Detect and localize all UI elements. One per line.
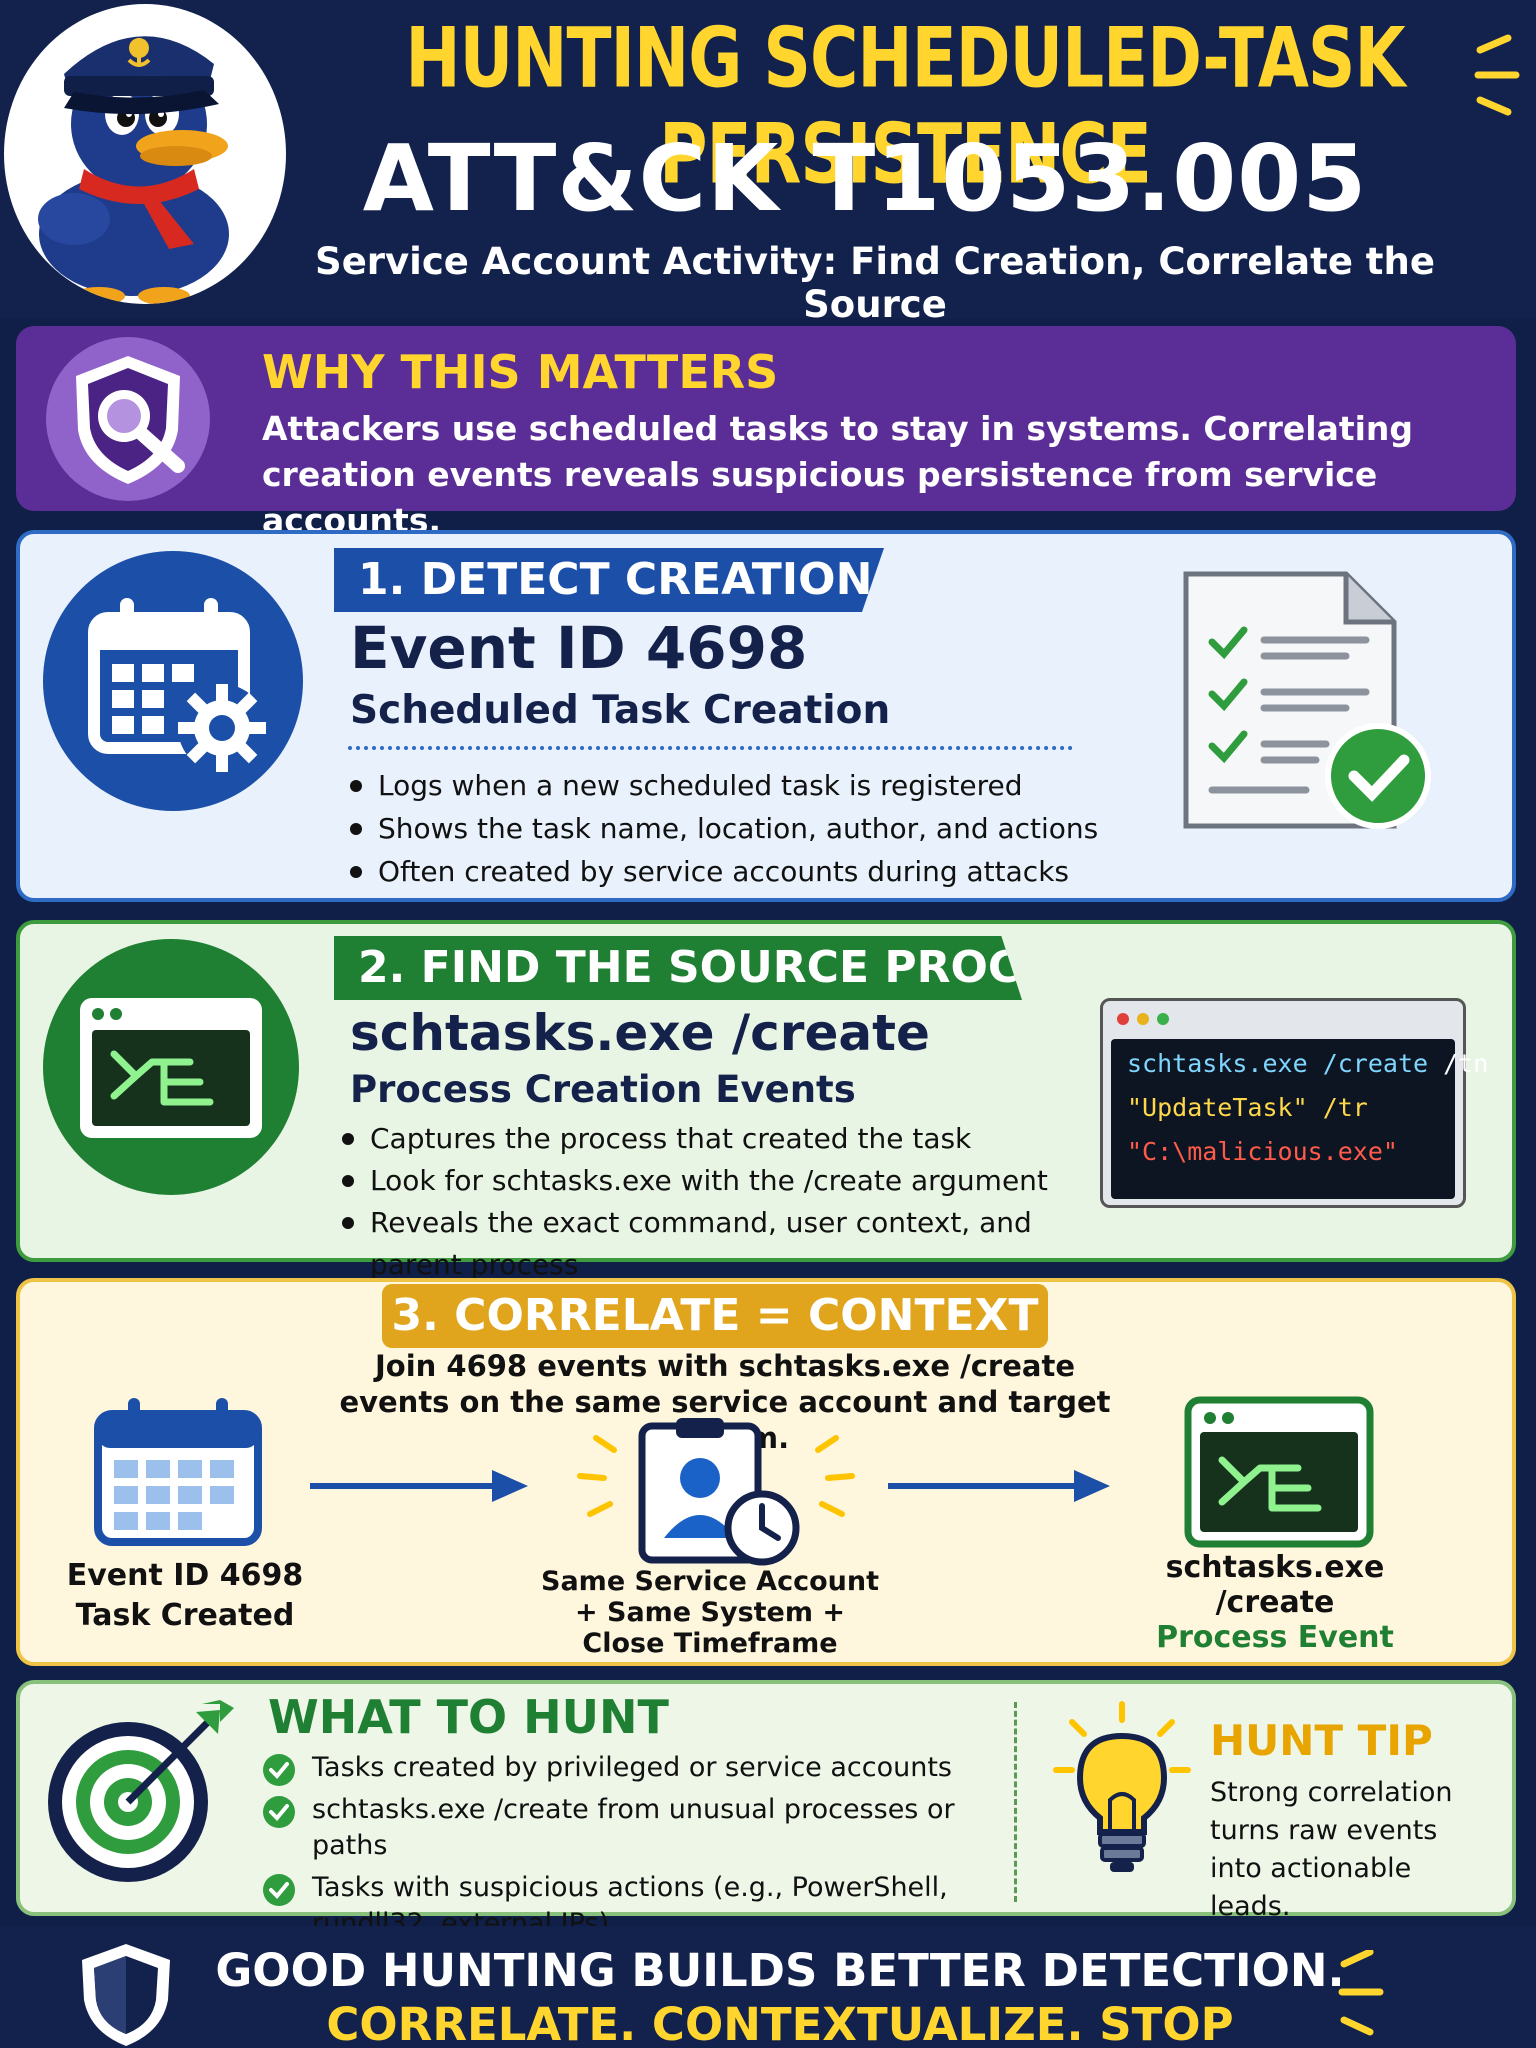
dashed-separator	[1014, 1702, 1017, 1902]
target-arrow-icon	[48, 1700, 234, 1882]
check-circle-icon	[263, 1754, 295, 1786]
hunt-list: Tasks created by privileged or service a…	[262, 1750, 1022, 1948]
hunt-title: WHAT TO HUNT	[268, 1690, 669, 1744]
right-caption: schtasks.exe /create Process Event	[1156, 1550, 1394, 1655]
terminal-example: schtasks.exe /create /tn "UpdateTask" /t…	[1100, 998, 1488, 1208]
terminal-line-3: "C:\malicious.exe"	[1127, 1137, 1398, 1166]
list-item: schtasks.exe /create from unusual proces…	[262, 1792, 1022, 1864]
hunt-tip-title: HUNT TIP	[1210, 1716, 1433, 1765]
shield-search-icon	[46, 337, 210, 501]
window-dot-red	[1117, 1013, 1129, 1025]
what-to-hunt-panel	[16, 1680, 1516, 1916]
terminal-window-icon	[1184, 1396, 1374, 1548]
step2-ribbon: 2. FIND THE SOURCE PROCESS	[334, 936, 1022, 1000]
event-subheading: Scheduled Task Creation	[350, 688, 891, 733]
list-item: Reveals the exact command, user context,…	[340, 1202, 1120, 1281]
step1-ribbon: 1. DETECT CREATION	[334, 548, 884, 612]
footer-banner	[0, 1926, 1536, 2048]
calendar-gear-icon	[43, 551, 303, 811]
list-item: Logs when a new scheduled task is regist…	[348, 764, 1148, 807]
arrow-right-icon	[888, 1470, 1110, 1502]
check-circle-icon	[263, 1874, 295, 1906]
main-title: HUNTING SCHEDULED-TASK PERSISTENCE	[405, 10, 1405, 203]
event-id-heading: Event ID 4698	[350, 614, 808, 682]
why-title: WHY THIS MATTERS	[262, 345, 779, 399]
step2-bullets: Captures the process that created the ta…	[340, 1118, 1120, 1281]
footer-line-2: CORRELATE. CONTEXTUALIZE. STOP PERSISTEN…	[326, 1998, 1234, 2048]
command-heading: schtasks.exe /create	[350, 1004, 930, 1062]
check-circle-icon	[263, 1796, 295, 1828]
hunt-tip-text: Strong correlation turns raw events into…	[1210, 1777, 1453, 1922]
arrow-right-icon	[310, 1470, 528, 1502]
clipboard-user-clock-icon	[577, 1418, 855, 1566]
lightbulb-icon	[1053, 1701, 1191, 1872]
list-item: Tasks created by privileged or service a…	[262, 1750, 1022, 1786]
middle-caption: Same Service Account + Same System + Clo…	[541, 1566, 879, 1659]
footer-line-1: GOOD HUNTING BUILDS BETTER DETECTION.	[215, 1944, 1345, 1997]
list-item: Captures the process that created the ta…	[340, 1118, 1120, 1160]
shield-icon	[82, 1944, 170, 2046]
sparkle-icon	[1474, 34, 1520, 116]
step1-bullets: Logs when a new scheduled task is regist…	[348, 764, 1148, 893]
terminal-line-2: "UpdateTask" /tr	[1127, 1093, 1368, 1122]
calendar-icon	[94, 1398, 262, 1546]
document-checklist-icon	[1183, 571, 1431, 829]
why-text: Attackers use scheduled tasks to stay in…	[262, 409, 1414, 540]
command-subheading: Process Creation Events	[350, 1068, 856, 1111]
terminal-body: schtasks.exe /create /tn "UpdateTask" /t…	[1111, 1039, 1488, 1199]
list-item: Often created by service accounts during…	[348, 850, 1148, 893]
left-caption: Event ID 4698 Task Created	[66, 1558, 304, 1633]
list-item: Look for schtasks.exe with the /create a…	[340, 1160, 1120, 1202]
terminal-window-icon	[43, 939, 299, 1195]
technique-id: ATT&CK T1053.005	[362, 125, 1368, 232]
duck-mascot-icon	[4, 4, 286, 304]
step3-ribbon: 3. CORRELATE = CONTEXT	[382, 1284, 1048, 1348]
window-dot-yellow	[1137, 1013, 1149, 1025]
window-dot-green	[1157, 1013, 1169, 1025]
terminal-line-1: schtasks.exe /create /tn	[1127, 1049, 1489, 1078]
list-item: Shows the task name, location, author, a…	[348, 807, 1148, 850]
header-subtitle: Service Account Activity: Find Creation,…	[315, 240, 1435, 326]
dotted-divider	[348, 746, 1073, 750]
why-panel	[16, 326, 1516, 511]
sparkle-icon	[1338, 1950, 1384, 2036]
